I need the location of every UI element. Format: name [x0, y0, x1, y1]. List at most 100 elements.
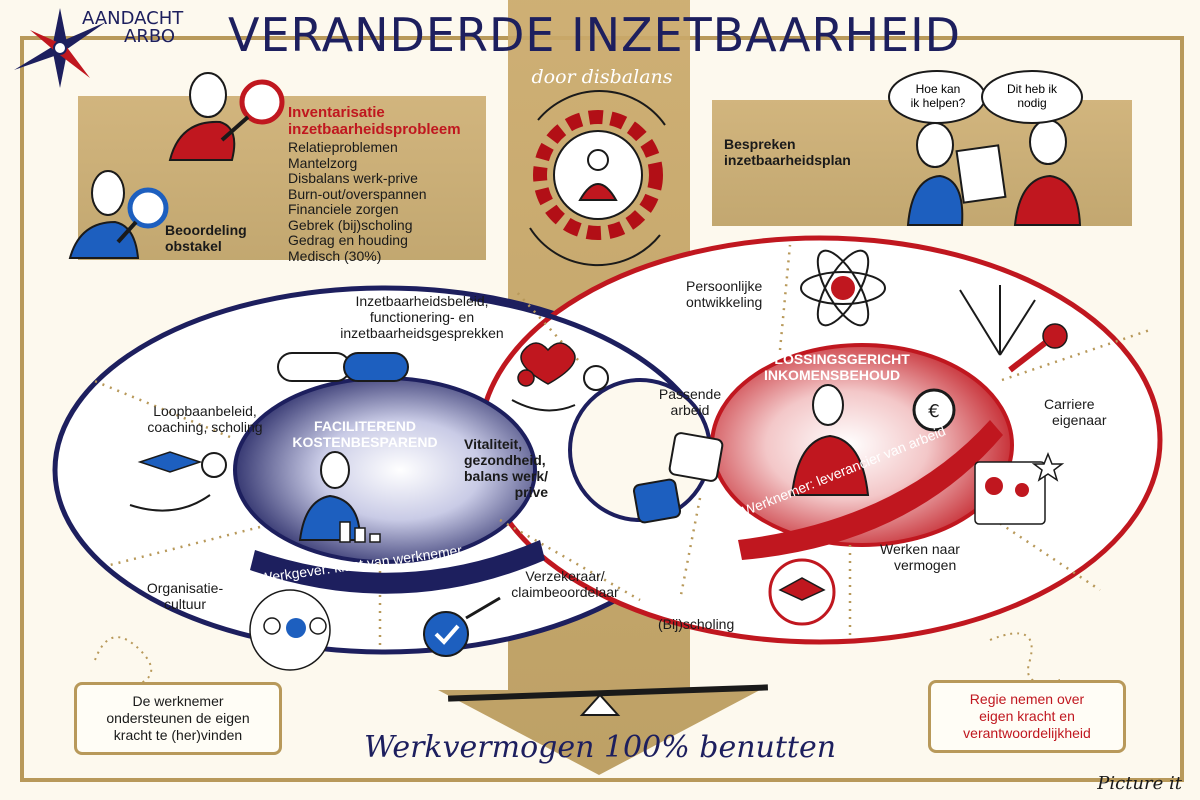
segment-passende: Passende arbeid — [650, 386, 730, 418]
segment-cultuur: Organisatie- cultuur — [130, 580, 240, 612]
decor-dotted-right — [989, 632, 1061, 684]
shield-check-icon — [423, 596, 501, 657]
list-item: Relatieproblemen — [288, 139, 398, 155]
list-item: Disbalans werk-prive — [288, 170, 418, 186]
werken-line2: vermogen — [894, 557, 957, 573]
bubble-left-line2: ik helpen? — [910, 96, 966, 110]
obstacle-line1: Beoordeling — [165, 222, 247, 238]
note-left-line3: kracht te (her)vinden — [113, 727, 243, 743]
atom-icon — [800, 249, 886, 327]
left-band — [250, 540, 545, 594]
carriere-line1: Carriere — [1044, 396, 1095, 412]
note-right: Regie nemen over eigen kracht en verantw… — [928, 680, 1126, 753]
arrows-key-icon — [959, 285, 1068, 373]
segment-loopbaan: Loopbaanbeleid, coaching, scholing — [130, 403, 280, 435]
list-item: Mantelzorg — [288, 154, 358, 171]
chat-bubbles-icon — [277, 352, 409, 382]
bubble-right-line2: nodig — [1017, 96, 1047, 110]
bubble-left-line1: Hoe kan — [915, 82, 961, 96]
right-band — [738, 420, 1003, 560]
seesaw-plank — [447, 684, 769, 702]
left-center-line2: KOSTENBESPAREND — [292, 434, 438, 450]
list-item: Gebrek (bij)scholing — [288, 216, 413, 233]
werken-line1: Werken naar — [880, 541, 960, 557]
right-center-line2: INKOMENSBEHOUD — [763, 367, 901, 383]
left-center-line1: FACILITEREND — [314, 418, 416, 434]
plan-line2: inzetbaarheidsplan — [724, 152, 851, 168]
list-item: Financiele zorgen — [288, 201, 399, 217]
seesaw-fulcrum — [579, 693, 621, 716]
seg-beleid-line2: functionering- en — [369, 309, 475, 325]
list-item: Medisch (30%) — [288, 247, 382, 264]
team-icon — [249, 589, 331, 671]
gears-star-icon — [974, 451, 1065, 525]
note-right-line2: eigen kracht en — [979, 708, 1075, 724]
vitaliteit-line1: Vitaliteit, — [464, 436, 523, 452]
speech-bubble-left: Hoe kan ik helpen? — [898, 82, 978, 110]
inventory-panel — [78, 96, 486, 260]
puzzle-icon — [632, 432, 724, 524]
seg-beleid-line3: inzetbaarheidsgesprekken — [340, 325, 504, 341]
svg-text:€: € — [928, 401, 939, 422]
left-ring-dividers — [91, 378, 641, 650]
list-item: Burn-out/overspannen — [288, 185, 427, 202]
person-euro-blue — [298, 451, 381, 543]
inventory-heading-line1: Inventarisatie — [288, 104, 385, 121]
speech-bubble-right: Dit heb ik nodig — [992, 82, 1072, 110]
seg-verzekeraar-line1: Verzekeraar/ — [525, 568, 605, 584]
character-blue-magnifier — [68, 170, 169, 259]
carriere-line2: eigenaar — [1052, 412, 1107, 428]
seg-loopbaan-line1: Loopbaanbeleid, — [153, 403, 257, 419]
segment-vitaliteit: Vitaliteit, gezondheid, balans werk/ pri… — [464, 436, 548, 500]
inventory-heading: Inventarisatie inzetbaarheidsprobleem — [288, 104, 461, 138]
character-red-magnifier — [168, 72, 285, 161]
seg-verzekeraar-line2: claimbeoordelaar — [511, 584, 619, 600]
vitaliteit-line2: gezondheid, — [464, 452, 546, 468]
passende-line1: Passende — [658, 386, 722, 402]
right-center-label: OPLOSSINGSGERICHT INKOMENSBEHOUD — [752, 351, 912, 383]
segment-beleid: Inzetbaarheidsbeleid, functionering- en … — [282, 293, 562, 341]
seg-cultuur-line2: cultuur — [163, 596, 207, 612]
seg-beleid-line1: Inzetbaarheidsbeleid, — [355, 293, 489, 309]
footer-tagline: Werkvermogen 100% benutten — [363, 730, 837, 765]
signature: Picture it — [1097, 773, 1182, 794]
note-right-line3: verantwoordelijkheid — [963, 725, 1091, 741]
characters-plan — [888, 70, 1083, 226]
graduation-cycle-icon — [768, 558, 836, 626]
page-title: VERANDERDE INZETBAARHEID — [228, 8, 962, 62]
person-euro-red: € — [790, 384, 956, 496]
brand-line1: AANDACHT — [82, 8, 184, 29]
inventory-heading-line2: inzetbaarheidsprobleem — [288, 121, 461, 138]
brand-logo-text: AANDACHT ARBO — [82, 10, 183, 46]
note-right-line1: Regie nemen over — [969, 691, 1085, 707]
obstacle-label: Beoordeling obstakel — [165, 222, 247, 254]
seg-cultuur-line1: Organisatie- — [146, 580, 224, 596]
graduation-hand-icon — [129, 451, 227, 512]
health-icon — [511, 342, 609, 412]
compass-logo — [14, 8, 106, 88]
note-left-line2: ondersteunen de eigen — [106, 710, 250, 726]
plan-line1: Bespreken — [724, 136, 796, 152]
passende-line2: arbeid — [670, 402, 710, 418]
segment-scholing: (Bij)scholing — [658, 616, 735, 632]
segment-persoonlijk: Persoonlijke ontwikkeling — [686, 278, 762, 310]
plan-label: Bespreken inzetbaarheidsplan — [724, 136, 851, 168]
persoonlijk-line1: Persoonlijke — [686, 278, 763, 294]
list-item: Gedrag en houding — [288, 232, 408, 248]
right-center-line1: OPLOSSINGSGERICHT — [754, 351, 910, 367]
left-center-label: FACILITEREND KOSTENBESPAREND — [290, 418, 440, 450]
segment-carriere: Carriere eigenaar — [1044, 396, 1107, 428]
bubble-right-line1: Dit heb ik — [1006, 82, 1058, 96]
obstacle-line2: obstakel — [165, 238, 222, 254]
vitaliteit-line3: balans werk/ — [464, 468, 549, 484]
gear-person-icon — [529, 90, 666, 267]
inventory-list: Relatieproblemen Mantelzorg Disbalans we… — [288, 139, 427, 264]
vitaliteit-line4: prive — [514, 484, 549, 500]
page-subtitle: door disbalans — [531, 66, 673, 88]
seg-loopbaan-line2: coaching, scholing — [147, 419, 263, 435]
persoonlijk-line2: ontwikkeling — [686, 294, 763, 310]
segment-werken: Werken naar vermogen — [880, 541, 960, 573]
note-left-line1: De werknemer — [132, 693, 224, 709]
